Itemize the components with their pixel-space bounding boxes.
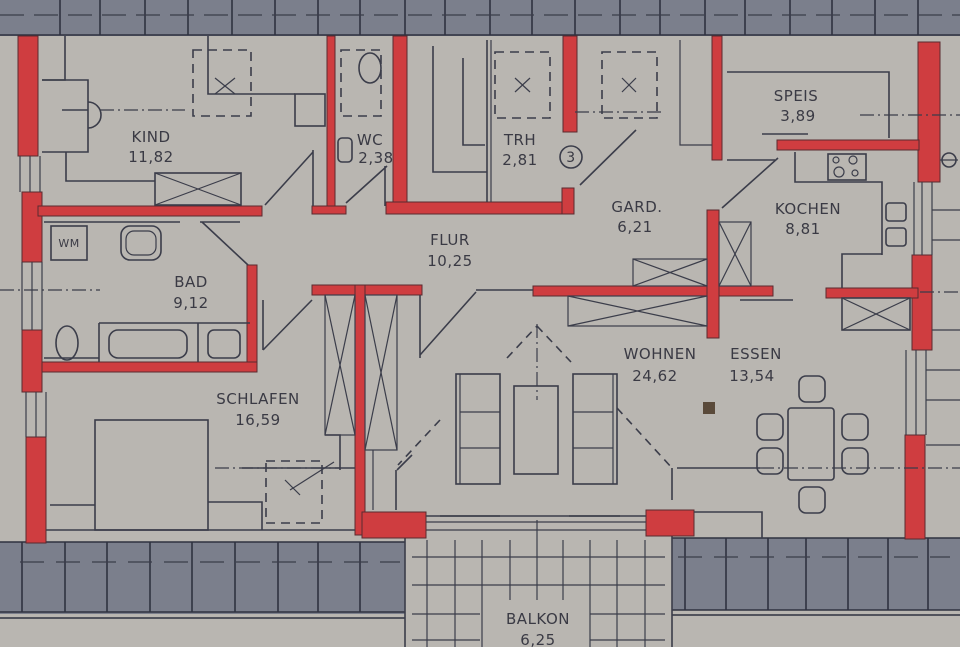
room-label-wc: WC bbox=[357, 131, 383, 149]
wardrobe bbox=[567, 221, 793, 327]
room-area-kochen: 8,81 bbox=[785, 220, 820, 238]
room-area-gard: 6,21 bbox=[617, 218, 652, 236]
bedroom-furniture bbox=[46, 294, 413, 531]
room-label-essen: ESSEN bbox=[730, 345, 782, 363]
room-area-trh: 2,81 bbox=[502, 151, 537, 169]
roof-band-top bbox=[0, 0, 960, 36]
wc-fixtures bbox=[337, 49, 388, 206]
room-area-wohnen: 24,62 bbox=[632, 367, 677, 385]
balcony-tiles bbox=[404, 520, 673, 647]
stair bbox=[432, 40, 712, 202]
room-area-kind: 11,82 bbox=[128, 148, 173, 166]
room-area-bad: 9,12 bbox=[173, 294, 208, 312]
stair-marker-circle bbox=[559, 145, 583, 169]
room-area-speis: 3,89 bbox=[780, 107, 815, 125]
room-label-wohnen: WOHNEN bbox=[624, 345, 697, 363]
living-furniture bbox=[397, 324, 763, 538]
room-label-gard: GARD. bbox=[611, 198, 662, 216]
room-label-speis: SPEIS bbox=[774, 87, 819, 105]
column-marker bbox=[703, 402, 715, 414]
hall-door bbox=[419, 289, 533, 358]
kind-furniture bbox=[42, 36, 326, 206]
room-labels: KIND 11,82 WC 2,38 TRH 2,81 3 SPEIS 3,89… bbox=[58, 87, 841, 647]
dining-set bbox=[756, 375, 869, 514]
room-label-trh: TRH bbox=[503, 131, 536, 149]
room-label-kind: KIND bbox=[131, 128, 170, 146]
room-label-kochen: KOCHEN bbox=[775, 200, 841, 218]
room-area-flur: 10,25 bbox=[427, 252, 472, 270]
room-area-wc: 2,38 bbox=[358, 149, 393, 167]
room-area-schlafen: 16,59 bbox=[235, 411, 280, 429]
room-label-bad: BAD bbox=[174, 273, 208, 291]
room-label-schlafen: SCHLAFEN bbox=[216, 390, 300, 408]
room-label-flur: FLUR bbox=[430, 231, 470, 249]
roof-band-bottom bbox=[0, 537, 960, 619]
bathroom-fixtures bbox=[44, 221, 313, 362]
kitchen-fixtures bbox=[721, 71, 958, 331]
room-label-balkon: BALKON bbox=[506, 610, 570, 628]
washing-machine-label: WM bbox=[58, 237, 79, 250]
room-area-essen: 13,54 bbox=[729, 367, 774, 385]
room-area-balkon: 6,25 bbox=[520, 631, 555, 647]
stair-marker-number: 3 bbox=[566, 150, 575, 166]
windows bbox=[19, 156, 960, 446]
